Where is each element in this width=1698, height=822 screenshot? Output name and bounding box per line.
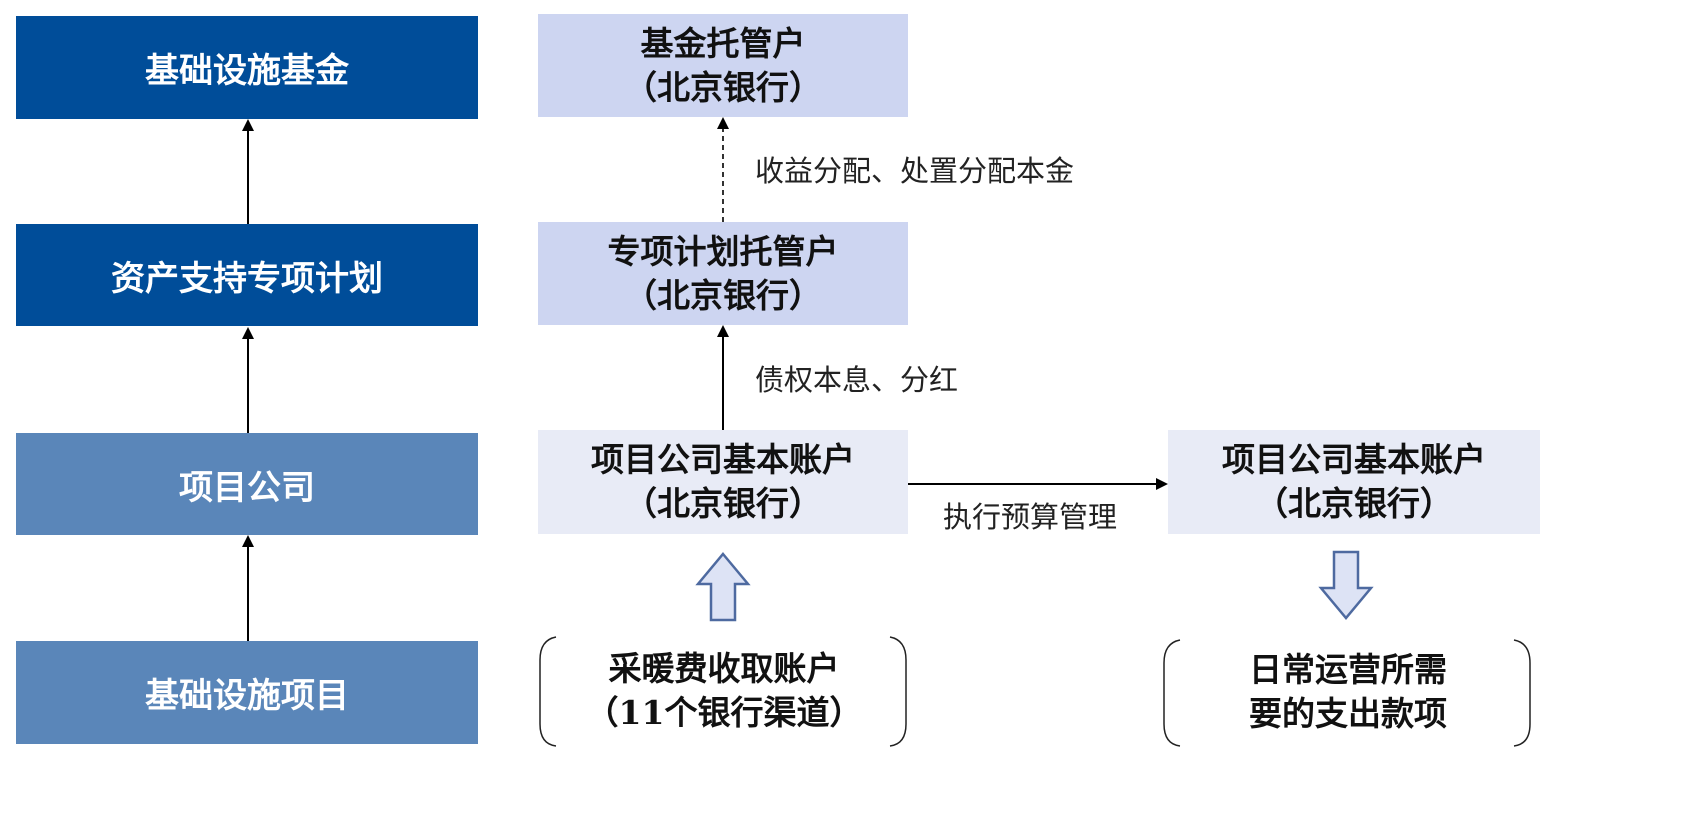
right-company-basic-account-line2: （北京银行）: [1255, 484, 1453, 523]
right-company-basic-account-line1: 项目公司基本账户: [1222, 440, 1486, 479]
plan-custodian-box: 专项计划托管户 （北京银行）: [538, 222, 908, 325]
plan-custodian-line1: 专项计划托管户: [607, 231, 839, 271]
company-basic-account-line1: 项目公司基本账户: [591, 440, 855, 479]
infrastructure-fund-label: 基础设施基金: [145, 51, 349, 91]
heating-fee-account-line2: （11个银行渠道）: [585, 693, 863, 732]
heating-fee-account-box: 采暖费收取账户 （11个银行渠道）: [540, 636, 908, 746]
right-bracket-heating: [889, 636, 907, 747]
company-basic-account-box: 项目公司基本账户 （北京银行）: [538, 430, 908, 534]
infrastructure-fund-box: 基础设施基金: [16, 16, 478, 119]
right-company-basic-account-box: 项目公司基本账户 （北京银行）: [1168, 430, 1540, 534]
left-bracket-heating: [539, 636, 557, 747]
right-bracket-expenses: [1513, 639, 1531, 747]
operating-expenses-box: 日常运营所需 要的支出款项: [1164, 638, 1532, 746]
operating-expenses-line2: 要的支出款项: [1249, 694, 1447, 733]
fund-custodian-box: 基金托管户 （北京银行）: [538, 14, 908, 117]
project-company-box: 项目公司: [16, 433, 478, 535]
infrastructure-project-box: 基础设施项目: [16, 641, 478, 744]
heating-fee-account-line1: 采暖费收取账户: [608, 649, 840, 688]
abs-plan-box: 资产支持专项计划: [16, 224, 478, 326]
left-bracket-expenses: [1163, 639, 1181, 747]
distribution-label: 收益分配、处置分配本金: [755, 154, 1075, 188]
plan-custodian-line2: （北京银行）: [624, 275, 822, 315]
operating-expenses-line1: 日常运营所需: [1249, 650, 1447, 689]
budget-management-label: 执行预算管理: [943, 500, 1118, 534]
abs-plan-label: 资产支持专项计划: [111, 258, 383, 299]
interest-dividend-label: 债权本息、分红: [755, 363, 959, 397]
infrastructure-project-label: 基础设施项目: [145, 676, 349, 716]
block-down-arrow: [1318, 550, 1374, 620]
fund-custodian-line2: （北京银行）: [624, 67, 822, 107]
fund-custodian-line1: 基金托管户: [640, 23, 806, 63]
project-company-label: 项目公司: [179, 467, 315, 508]
company-basic-account-line2: （北京银行）: [624, 484, 822, 523]
block-up-arrow: [695, 552, 751, 622]
